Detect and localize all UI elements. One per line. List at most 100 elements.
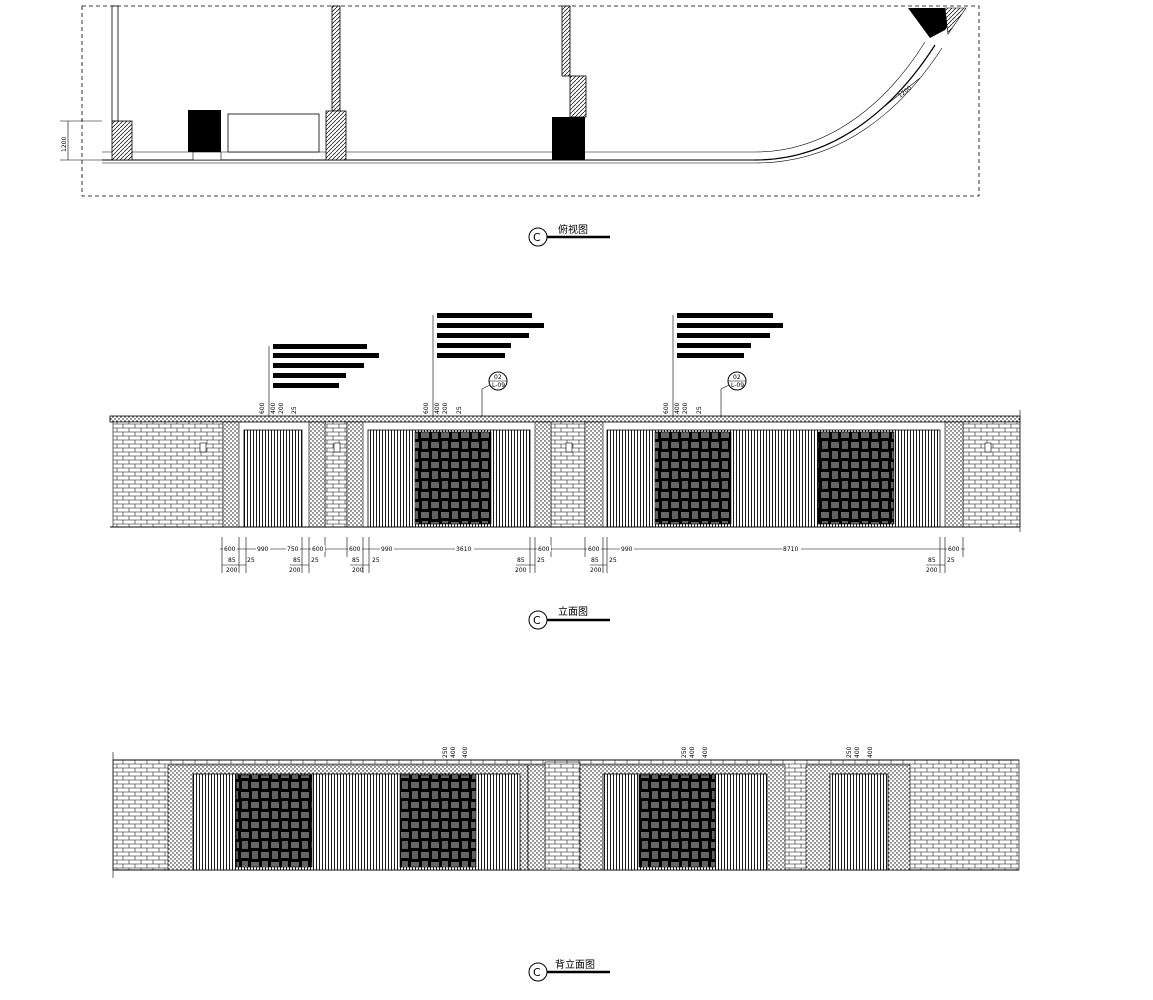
plan-column: [111, 5, 119, 122]
svg-text:25: 25: [456, 406, 463, 414]
view-title-front: 立面图: [558, 605, 588, 618]
gate-weave-panel: [399, 774, 477, 868]
plan-pier: [552, 117, 585, 160]
stone-pilaster: [584, 421, 604, 528]
svg-text:250: 250: [681, 746, 688, 758]
stone-pilaster: [308, 421, 326, 528]
svg-text:200: 200: [226, 567, 238, 574]
view-title-plan: 俯视图: [558, 223, 588, 236]
back-elevation: 250 400 400 250 400 400 250 400 400: [112, 746, 1020, 878]
svg-text:400: 400: [270, 402, 277, 414]
dim-line: [884, 77, 921, 107]
plan-column: [561, 5, 571, 77]
plan-curve: [754, 47, 943, 164]
svg-text:L-09: L-09: [731, 382, 744, 389]
svg-text:85: 85: [928, 557, 936, 564]
svg-text:25: 25: [247, 557, 255, 564]
gate-weave-panel: [638, 774, 716, 868]
svg-text:25: 25: [291, 406, 298, 414]
dim-text: 1200: [897, 85, 913, 100]
bottom-dim-texts: 600 990 750 600 85 25 200 85 25 200 600 …: [223, 545, 961, 574]
svg-text:85: 85: [293, 557, 301, 564]
svg-text:25: 25: [947, 557, 955, 564]
svg-text:C: C: [533, 614, 541, 627]
leader-note-3: [672, 313, 783, 416]
svg-text:990: 990: [381, 546, 393, 553]
svg-text:400: 400: [867, 746, 874, 758]
svg-text:8710: 8710: [783, 546, 798, 553]
gate-slats: [829, 773, 889, 871]
wall-lamp: [565, 442, 573, 453]
top-dims-a: 600 400 200 25: [259, 402, 298, 414]
svg-text:600: 600: [588, 546, 600, 553]
svg-text:750: 750: [287, 546, 299, 553]
svg-text:400: 400: [674, 402, 681, 414]
svg-text:85: 85: [352, 557, 360, 564]
back-dims-b: 250 400 400: [681, 746, 709, 758]
svg-text:250: 250: [442, 746, 449, 758]
back-dims-c: 250 400 400: [846, 746, 874, 758]
plan-boundary: [81, 5, 980, 197]
svg-text:85: 85: [228, 557, 236, 564]
stone-pilaster: [534, 421, 552, 528]
svg-text:600: 600: [224, 546, 236, 553]
svg-text:25: 25: [696, 406, 703, 414]
svg-text:600: 600: [349, 546, 361, 553]
svg-text:200: 200: [590, 567, 602, 574]
svg-text:85: 85: [591, 557, 599, 564]
top-dims-b: 600 400 200 25: [423, 402, 463, 414]
svg-text:400: 400: [854, 746, 861, 758]
plan-pier: [188, 110, 221, 152]
svg-text:3610: 3610: [456, 546, 471, 553]
gate-weave-panel: [235, 774, 313, 868]
leader-note-1: [268, 344, 379, 416]
svg-text:600: 600: [259, 402, 266, 414]
svg-text:400: 400: [450, 746, 457, 758]
plan-step: [192, 151, 222, 161]
svg-text:200: 200: [352, 567, 364, 574]
wall-lamp: [199, 442, 207, 453]
plan-pier: [325, 110, 347, 161]
svg-text:L-09: L-09: [492, 382, 505, 389]
stone-pilaster: [346, 421, 364, 528]
svg-text:990: 990: [257, 546, 269, 553]
plan-box: [227, 113, 320, 153]
back-dims-a: 250 400 400: [442, 746, 469, 758]
svg-text:400: 400: [434, 402, 441, 414]
wall-lamp: [984, 442, 992, 453]
svg-text:25: 25: [609, 557, 617, 564]
svg-text:600: 600: [423, 402, 430, 414]
plan-pier: [111, 120, 133, 161]
dim-text: 1200: [61, 137, 68, 152]
svg-text:600: 600: [312, 546, 324, 553]
svg-text:C: C: [533, 231, 541, 244]
plan-corner: [944, 7, 967, 35]
svg-text:02: 02: [733, 374, 741, 381]
view-label-back: C 背立面图: [528, 958, 610, 982]
brick-wall: [962, 421, 1021, 528]
svg-text:400: 400: [462, 746, 469, 758]
view-title-back: 背立面图: [555, 958, 595, 971]
brick-wall: [324, 421, 348, 528]
svg-text:990: 990: [621, 546, 633, 553]
svg-text:200: 200: [515, 567, 527, 574]
svg-text:200: 200: [289, 567, 301, 574]
svg-text:C: C: [533, 966, 541, 979]
svg-text:25: 25: [537, 557, 545, 564]
brick-wall: [112, 421, 224, 528]
svg-text:600: 600: [948, 546, 960, 553]
gate-weave-panel: [817, 431, 895, 525]
front-elevation: 02 L-09 02 L-09 600 400 200 25 600 400 2…: [109, 313, 1021, 574]
svg-text:200: 200: [926, 567, 938, 574]
detail-tag-1: 02 L-09: [481, 371, 508, 416]
plan-column: [331, 5, 341, 112]
stone-pilaster: [222, 421, 240, 528]
brick-wall: [550, 421, 586, 528]
view-label-front: C 立面图: [528, 605, 610, 630]
plan-curve: [754, 44, 936, 161]
svg-text:200: 200: [278, 402, 285, 414]
gate-weave-panel: [654, 431, 732, 525]
svg-text:200: 200: [682, 402, 689, 414]
detail-tag-2: 02 L-09: [720, 371, 747, 416]
